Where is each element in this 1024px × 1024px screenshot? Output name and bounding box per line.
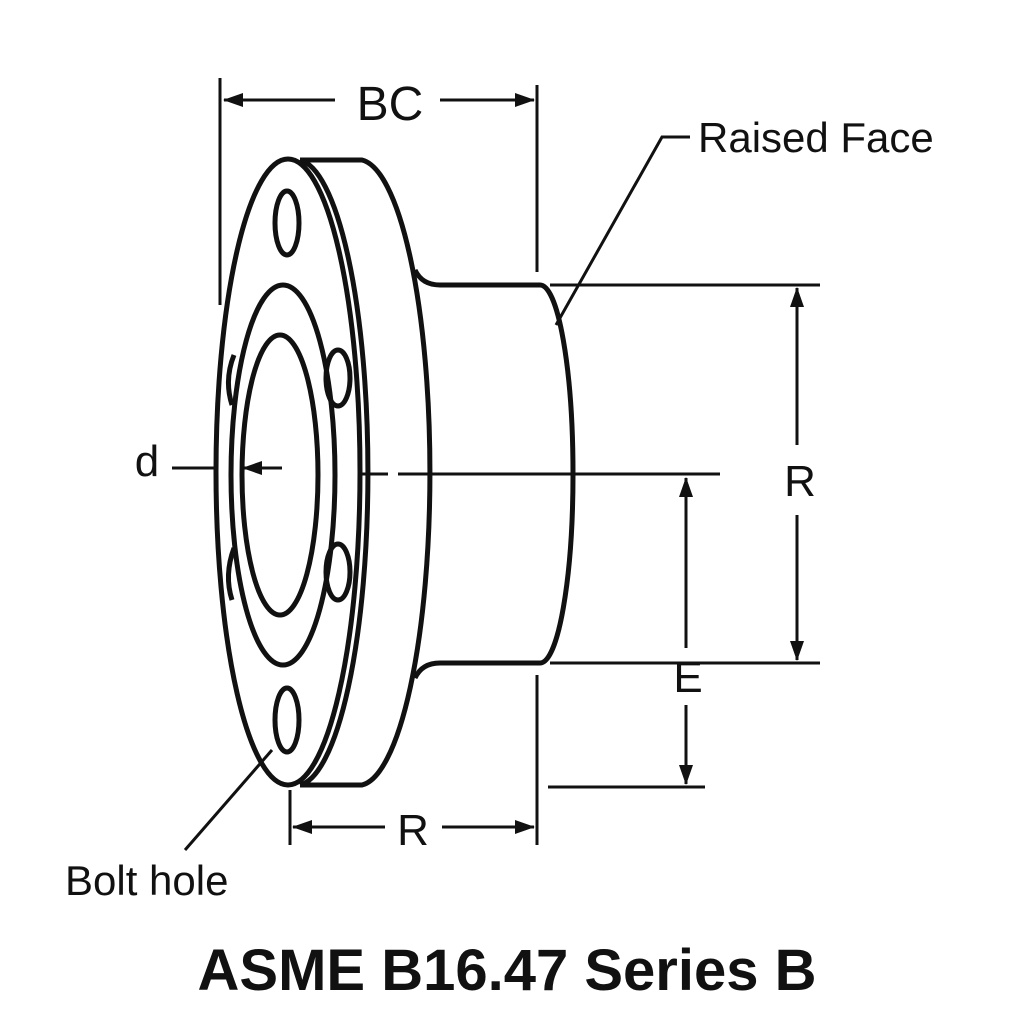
r-vertical-dimension: R — [550, 283, 820, 665]
bolt-holes — [226, 188, 353, 755]
diagram-title: ASME B16.47 Series B — [198, 938, 817, 1003]
bolt-hole-label: Bolt hole — [65, 857, 228, 904]
r-horizontal-label: R — [397, 806, 429, 855]
raised-face-label: Raised Face — [698, 114, 934, 161]
flange-body — [213, 156, 433, 788]
flange-face — [213, 156, 363, 788]
bore — [239, 332, 321, 618]
bolt-hole — [226, 547, 237, 601]
bc-dimension: BC — [218, 78, 539, 305]
bolt-hole — [323, 541, 353, 603]
r-horizontal-dimension: R — [288, 675, 539, 855]
e-label: E — [673, 653, 702, 702]
d-dimension: d — [135, 437, 282, 486]
bolt-hole — [323, 347, 353, 409]
bolt-hole — [226, 354, 237, 406]
r-vertical-label: R — [784, 457, 816, 506]
bolt-hole — [272, 188, 302, 258]
d-label: d — [135, 437, 159, 486]
raised-face-ring — [228, 282, 338, 668]
bolt-hole-callout: Bolt hole — [65, 749, 274, 904]
bolt-hole — [272, 685, 302, 755]
raised-face-callout: Raised Face — [554, 114, 934, 326]
bc-label: BC — [357, 78, 424, 131]
e-dimension: E — [548, 477, 705, 789]
